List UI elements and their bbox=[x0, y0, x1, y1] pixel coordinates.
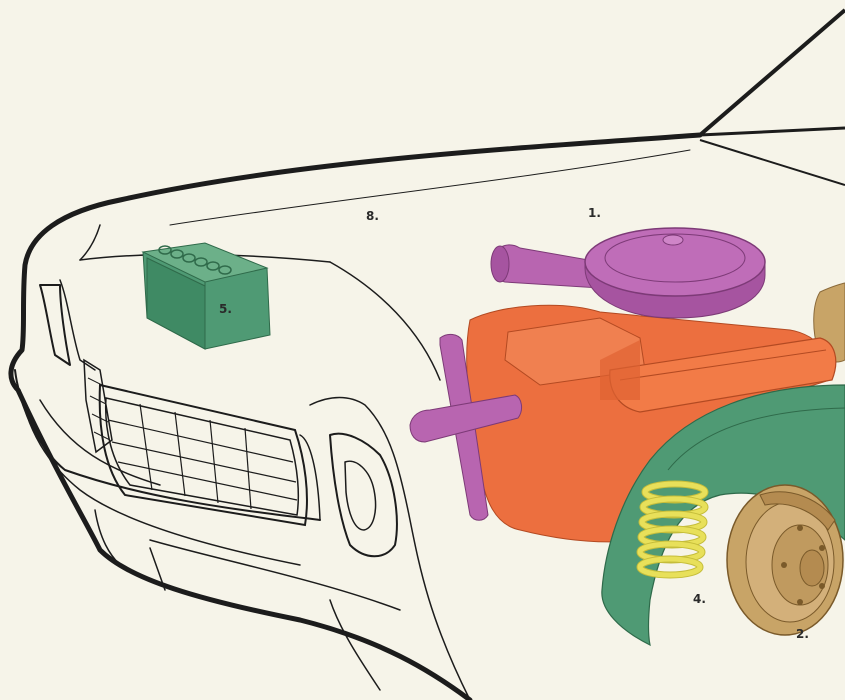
air-cleaner bbox=[491, 228, 765, 318]
callout-coil-spring: 4. bbox=[693, 593, 706, 605]
windshield bbox=[700, 10, 845, 185]
grille bbox=[84, 360, 307, 525]
callout-brake-disc: 2. bbox=[796, 628, 809, 640]
coil-spring bbox=[640, 484, 705, 575]
brake-disc bbox=[727, 485, 843, 635]
callout-air-cleaner: 1. bbox=[588, 207, 601, 219]
callout-battery: 5. bbox=[219, 303, 232, 315]
callout-hood: 8. bbox=[366, 210, 379, 222]
battery bbox=[143, 243, 270, 349]
